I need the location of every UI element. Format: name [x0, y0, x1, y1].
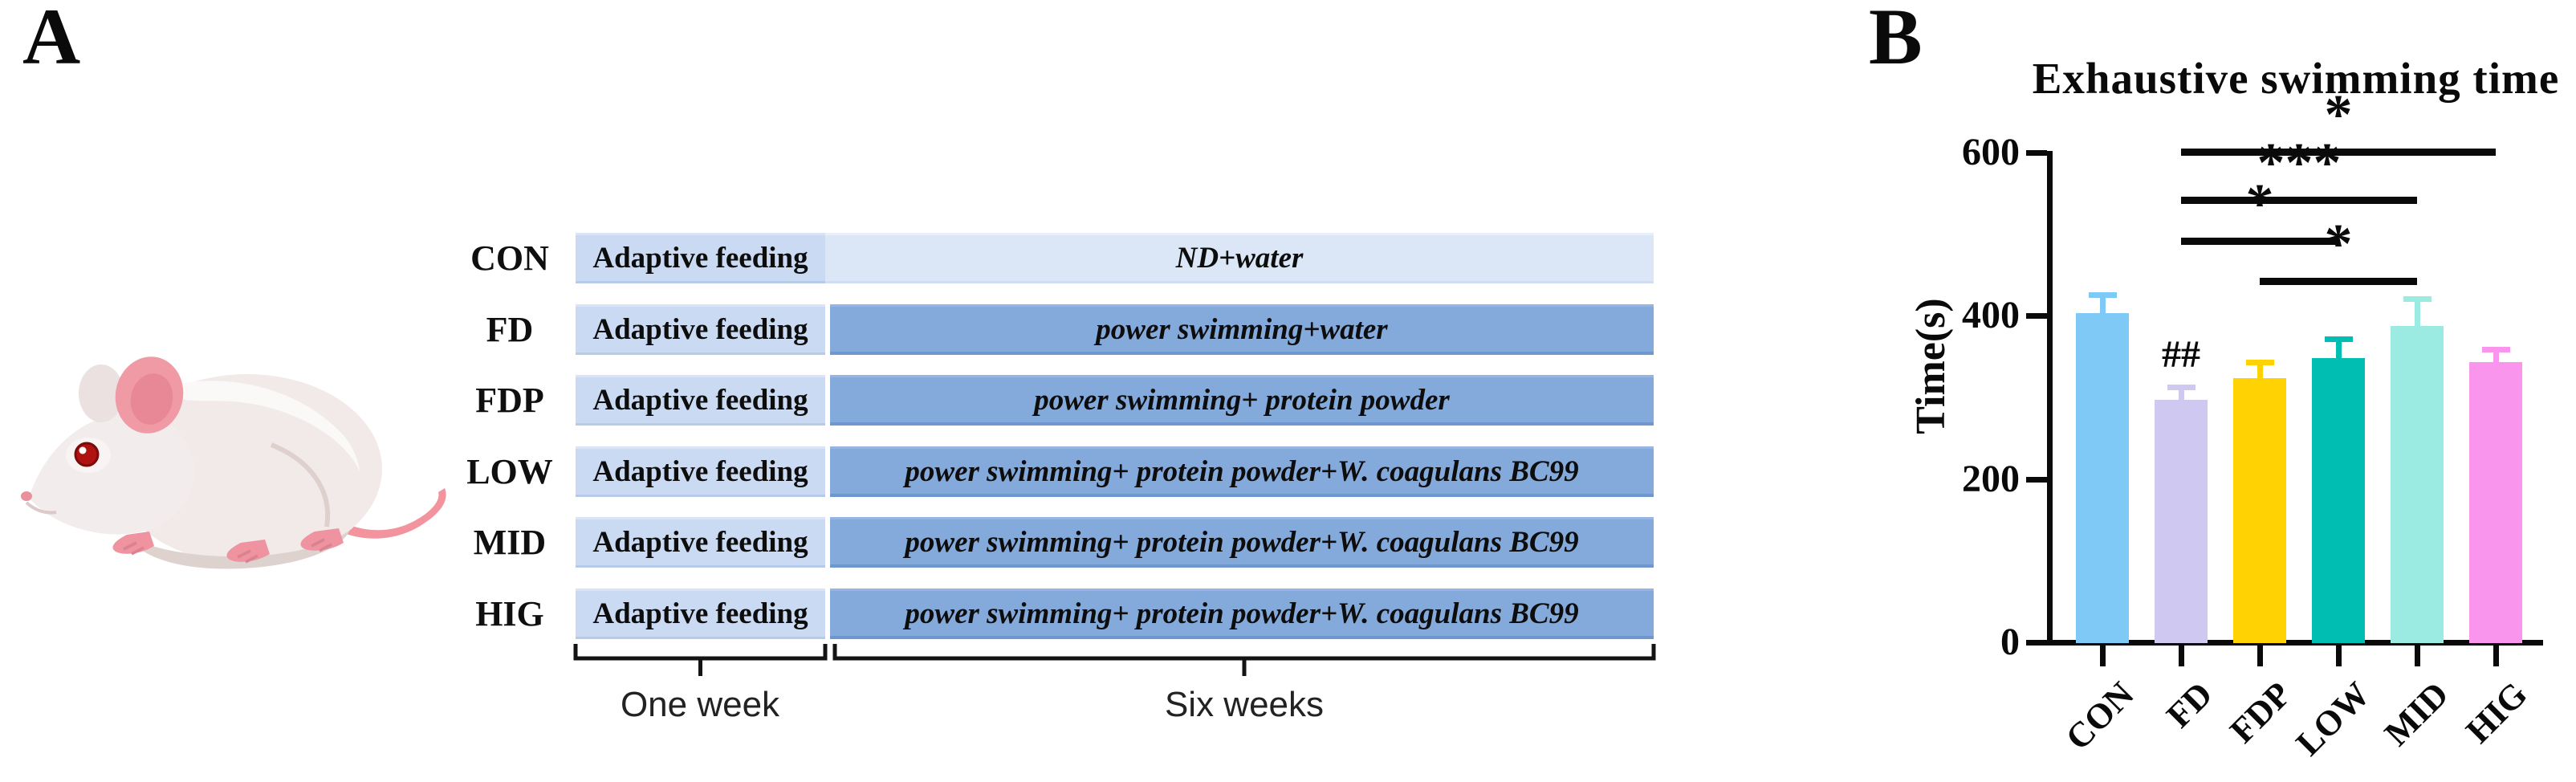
error-bar-CON	[2100, 295, 2106, 315]
y-tick-label-600: 600	[1962, 131, 2020, 173]
y-axis	[2047, 151, 2053, 646]
y-tick-400	[2026, 313, 2047, 319]
adaptive-feeding-box-LOW: Adaptive feeding	[576, 446, 825, 497]
y-tick-0	[2026, 640, 2047, 646]
y-axis-label: Time(s)	[1908, 298, 1954, 434]
one-week-bracket	[573, 644, 828, 676]
mouse-tail	[321, 488, 446, 539]
bar-FDP	[2233, 378, 2286, 643]
x-tick-MID	[2415, 646, 2420, 666]
panel-b-label: B	[1869, 0, 1923, 81]
sig-line-FD-MID	[2181, 197, 2417, 204]
x-tick-FD	[2179, 646, 2184, 666]
group-label-FD: FD	[486, 310, 534, 349]
y-tick-600	[2026, 150, 2047, 156]
error-bar-MID	[2415, 299, 2420, 328]
six-weeks-label: Six weeks	[1164, 685, 1325, 724]
sig-label-FD-HIG: *	[2324, 84, 2353, 146]
adaptive-feeding-box-FD: Adaptive feeding	[576, 304, 825, 355]
mouse-toe-lines	[123, 538, 332, 564]
group-label-MID: MID	[473, 523, 547, 562]
error-bar-FD	[2179, 387, 2184, 401]
treatment-box-FDP: power swimming+ protein powder	[830, 375, 1654, 426]
y-tick-label-0: 0	[2000, 621, 2020, 663]
mouse-illustration	[21, 356, 446, 569]
y-tick-label-200: 200	[1962, 458, 2020, 500]
treatment-box-MID: power swimming+ protein powder+W. coagul…	[830, 517, 1654, 568]
one-week-label: One week	[620, 685, 780, 724]
group-label-CON: CON	[470, 238, 549, 278]
mouse-eye-highlight	[79, 446, 87, 454]
error-bar-cap-LOW	[2325, 336, 2353, 342]
mouse-far-ear	[79, 365, 124, 422]
error-bar-cap-MID	[2403, 296, 2432, 302]
adaptive-feeding-box-MID: Adaptive feeding	[576, 517, 825, 568]
treatment-box-LOW: power swimming+ protein powder+W. coagul…	[830, 446, 1654, 497]
error-bar-cap-FDP	[2246, 360, 2274, 365]
mouse-nose	[21, 491, 32, 501]
bar-CON	[2076, 313, 2129, 643]
mouse-belly-shadow	[127, 530, 350, 569]
sig-label-FDP-MID: *	[2324, 214, 2353, 275]
adaptive-feeding-box-CON: Adaptive feeding	[576, 233, 825, 283]
duration-brackets	[573, 644, 1656, 676]
treatment-box-FD: power swimming+water	[830, 304, 1654, 355]
group-label-HIG: HIG	[475, 594, 544, 633]
annotation-FD: ##	[2162, 333, 2200, 376]
bar-FD	[2155, 400, 2208, 643]
chart-title: Exhaustive swimming time	[2032, 54, 2560, 103]
y-tick-label-400: 400	[1962, 294, 2020, 336]
adaptive-feeding-box-HIG: Adaptive feeding	[576, 589, 825, 639]
x-tick-LOW	[2336, 646, 2342, 666]
sig-line-FDP-MID	[2260, 278, 2417, 285]
error-bar-cap-HIG	[2482, 347, 2510, 352]
sig-line-FD-LOW	[2181, 238, 2338, 245]
group-label-FDP: FDP	[475, 381, 544, 420]
error-bar-cap-CON	[2089, 292, 2117, 298]
group-label-LOW: LOW	[466, 452, 553, 491]
treatment-box-HIG: power swimming+ protein powder+W. coagul…	[830, 589, 1654, 639]
bar-LOW	[2312, 358, 2365, 643]
y-tick-200	[2026, 477, 2047, 483]
x-tick-HIG	[2493, 646, 2499, 666]
error-bar-LOW	[2336, 339, 2342, 360]
mouse-haunch-line	[270, 442, 331, 527]
error-bar-FDP	[2257, 362, 2263, 380]
x-tick-FDP	[2257, 646, 2263, 666]
error-bar-cap-FD	[2167, 385, 2196, 390]
mouse-mouth	[25, 501, 57, 515]
x-tick-CON	[2100, 646, 2106, 666]
sig-label-FD-MID: ***	[2257, 132, 2342, 194]
sig-label-FD-LOW: *	[2245, 173, 2274, 235]
mouse-head	[29, 412, 194, 535]
mouse-ear-inner	[130, 373, 173, 425]
panel-a-label: A	[22, 0, 81, 81]
adaptive-feeding-box-FDP: Adaptive feeding	[576, 375, 825, 426]
error-bar-HIG	[2493, 349, 2499, 364]
bar-MID	[2391, 326, 2444, 643]
sig-line-FD-HIG	[2181, 149, 2496, 156]
bar-HIG	[2469, 362, 2522, 643]
treatment-box-CON: ND+water	[825, 233, 1654, 283]
x-axis	[2047, 640, 2543, 646]
six-weeks-bracket	[832, 644, 1656, 676]
